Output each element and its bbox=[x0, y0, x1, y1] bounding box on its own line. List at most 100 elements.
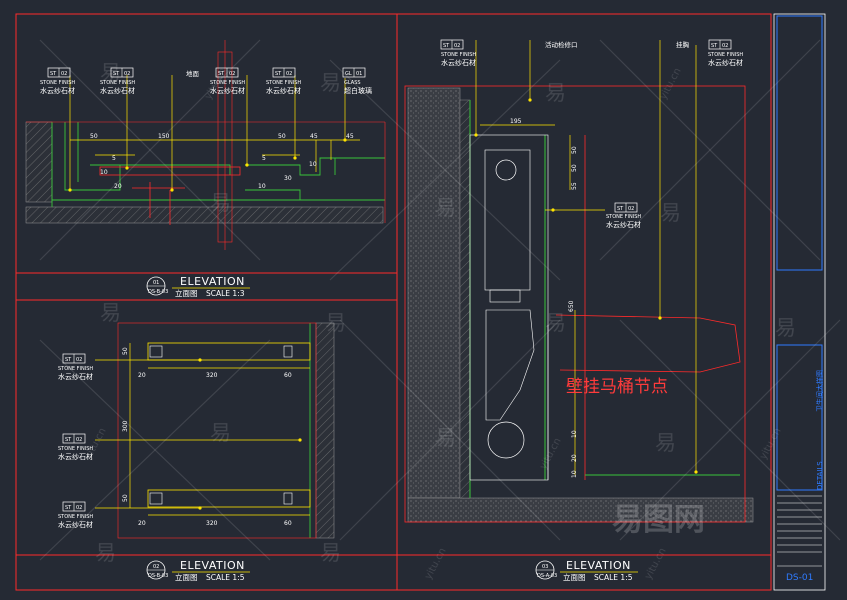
svg-text:ELEVATION: ELEVATION bbox=[180, 559, 245, 572]
e2-dim-320b: 320 bbox=[206, 520, 218, 527]
svg-text:易: 易 bbox=[320, 541, 341, 565]
svg-text:STONE FINISH: STONE FINISH bbox=[441, 52, 476, 58]
e2-dim-60a: 60 bbox=[284, 372, 292, 379]
svg-text:ST: ST bbox=[443, 43, 450, 49]
elevation-02-drawing: 50 20 320 60 300 50 20 320 60 bbox=[95, 322, 335, 539]
e3-dim-10b: 10 bbox=[571, 470, 578, 478]
svg-text:STONE FINISH: STONE FINISH bbox=[100, 80, 135, 86]
e3-dim-50a: 50 bbox=[571, 146, 578, 154]
svg-text:02: 02 bbox=[76, 357, 82, 363]
e2-dim-320a: 320 bbox=[206, 372, 218, 379]
svg-text:易: 易 bbox=[545, 311, 566, 335]
svg-text:易: 易 bbox=[100, 301, 121, 325]
e2-dim-300: 300 bbox=[122, 420, 129, 432]
svg-text:STONE FINISH: STONE FINISH bbox=[40, 80, 75, 86]
svg-text:03: 03 bbox=[542, 564, 548, 570]
e2-dim-20a: 20 bbox=[138, 372, 146, 379]
dim-10c: 10 bbox=[309, 161, 317, 168]
svg-text:GLASS: GLASS bbox=[344, 80, 361, 86]
svg-text:易: 易 bbox=[100, 61, 121, 85]
svg-text:DS-B-03: DS-B-03 bbox=[148, 573, 168, 579]
drawing-subtitle: DETAILS bbox=[816, 461, 824, 490]
e3-dim-50b: 50 bbox=[571, 164, 578, 172]
svg-text:水云纱石材: 水云纱石材 bbox=[58, 372, 93, 381]
svg-text:ST: ST bbox=[65, 357, 72, 363]
e2-dim-50a: 50 bbox=[122, 347, 129, 355]
sheet-number: DS-01 bbox=[786, 573, 813, 583]
svg-text:易: 易 bbox=[655, 431, 676, 455]
svg-text:ST: ST bbox=[275, 71, 282, 77]
svg-text:STONE FINISH: STONE FINISH bbox=[606, 214, 641, 220]
dim-45a: 45 bbox=[310, 133, 318, 140]
svg-text:水云纱石材: 水云纱石材 bbox=[708, 58, 743, 67]
svg-text:水云纱石材: 水云纱石材 bbox=[58, 452, 93, 461]
dim-30: 30 bbox=[284, 175, 292, 182]
e3-dim-55: 55 bbox=[571, 182, 578, 190]
svg-text:02: 02 bbox=[454, 43, 460, 49]
svg-text:02: 02 bbox=[61, 71, 67, 77]
e3-dim-195: 195 bbox=[510, 118, 522, 125]
svg-text:ST: ST bbox=[65, 437, 72, 443]
e2-dim-60b: 60 bbox=[284, 520, 292, 527]
svg-text:立面图: 立面图 bbox=[563, 572, 586, 582]
svg-text:ELEVATION: ELEVATION bbox=[566, 559, 631, 572]
sheet-border bbox=[15, 13, 772, 591]
svg-text:易: 易 bbox=[660, 201, 681, 225]
svg-text:ST: ST bbox=[218, 71, 225, 77]
svg-text:STONE FINISH: STONE FINISH bbox=[58, 446, 93, 452]
svg-text:02: 02 bbox=[124, 71, 130, 77]
svg-text:02: 02 bbox=[153, 564, 159, 570]
svg-text:水云纱石材: 水云纱石材 bbox=[40, 86, 75, 95]
e2-dim-50b: 50 bbox=[122, 494, 129, 502]
svg-text:yitu.cn: yitu.cn bbox=[538, 436, 564, 471]
svg-text:ST: ST bbox=[113, 71, 120, 77]
svg-text:DS-A-03: DS-A-03 bbox=[537, 573, 557, 579]
svg-text:立面图: 立面图 bbox=[175, 572, 198, 582]
svg-text:02: 02 bbox=[76, 505, 82, 511]
svg-text:SCALE 1:5: SCALE 1:5 bbox=[594, 573, 633, 582]
elevation-01-drawing: 50 150 50 45 45 5 5 10 20 10 30 10 bbox=[25, 40, 386, 250]
svg-text:易: 易 bbox=[320, 71, 341, 95]
callout-c3: 地面 bbox=[186, 69, 200, 78]
e3-dim-650: 650 bbox=[568, 300, 575, 312]
svg-text:SCALE 1:3: SCALE 1:3 bbox=[206, 289, 245, 298]
svg-text:ELEVATION: ELEVATION bbox=[180, 275, 245, 288]
svg-text:水云纱石材: 水云纱石材 bbox=[210, 86, 245, 95]
svg-text:水云纱石材: 水云纱石材 bbox=[441, 58, 476, 67]
svg-text:02: 02 bbox=[286, 71, 292, 77]
svg-text:SCALE 1:5: SCALE 1:5 bbox=[206, 573, 245, 582]
svg-text:STONE FINISH: STONE FINISH bbox=[210, 80, 245, 86]
svg-text:STONE FINISH: STONE FINISH bbox=[266, 80, 301, 86]
svg-text:01: 01 bbox=[356, 71, 362, 77]
svg-text:02: 02 bbox=[76, 437, 82, 443]
dim-50a: 50 bbox=[90, 133, 98, 140]
svg-text:易: 易 bbox=[325, 311, 346, 335]
e3-dim-20: 20 bbox=[571, 454, 578, 462]
dim-45b: 45 bbox=[346, 133, 354, 140]
svg-text:易: 易 bbox=[775, 316, 796, 340]
svg-text:易: 易 bbox=[210, 421, 231, 445]
svg-text:ST: ST bbox=[617, 206, 624, 212]
svg-text:水云纱石材: 水云纱石材 bbox=[606, 220, 641, 229]
svg-text:ST: ST bbox=[711, 43, 718, 49]
svg-text:易: 易 bbox=[95, 541, 116, 565]
svg-text:yitu.cn: yitu.cn bbox=[658, 66, 684, 101]
svg-text:易: 易 bbox=[435, 196, 456, 220]
dim-20: 20 bbox=[114, 183, 122, 190]
svg-text:yitu.cn: yitu.cn bbox=[423, 546, 449, 581]
watermark-brand: 易图网 bbox=[612, 502, 705, 538]
svg-text:02: 02 bbox=[229, 71, 235, 77]
svg-text:超白玻璃: 超白玻璃 bbox=[344, 86, 372, 95]
svg-text:水云纱石材: 水云纱石材 bbox=[266, 86, 301, 95]
e2-dim-20b: 20 bbox=[138, 520, 146, 527]
svg-text:水云纱石材: 水云纱石材 bbox=[58, 520, 93, 529]
svg-text:DS-B-03: DS-B-03 bbox=[148, 289, 168, 295]
svg-text:yitu.cn: yitu.cn bbox=[643, 546, 669, 581]
